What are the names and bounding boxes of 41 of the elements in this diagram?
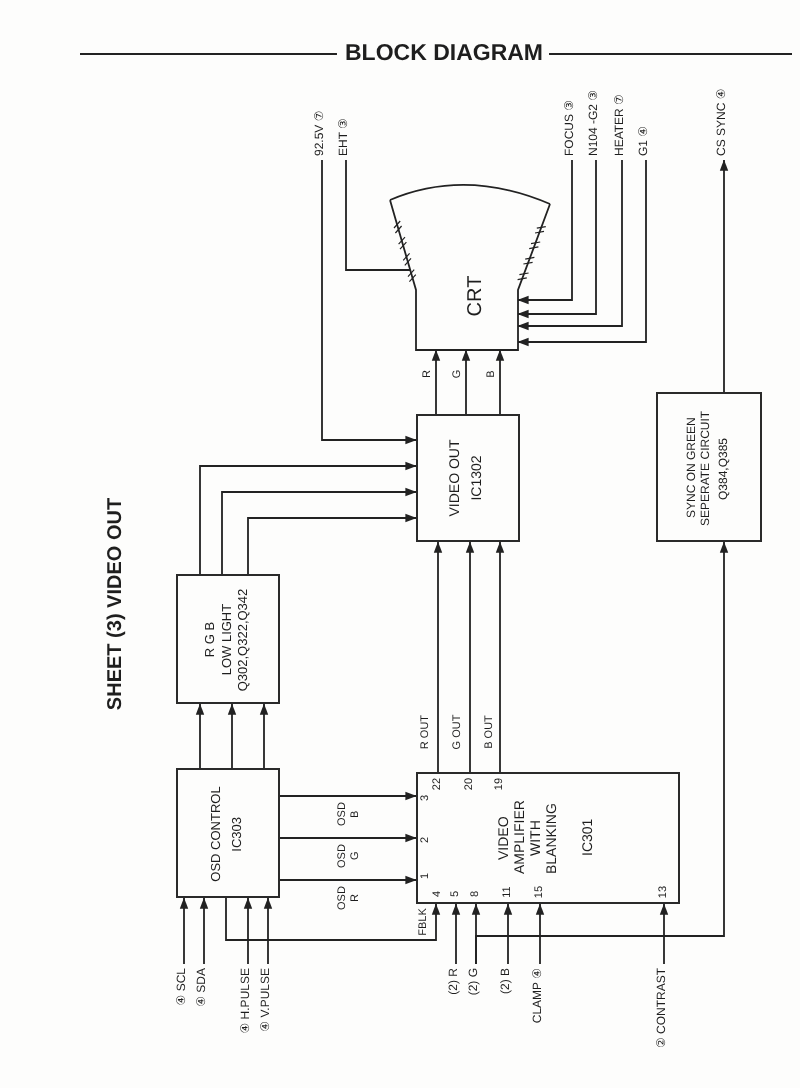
signal-arrow: [199, 897, 209, 965]
signal-arrow: [259, 703, 269, 769]
signal-arrow: [719, 159, 729, 393]
signal-arrow: [431, 349, 441, 415]
signal-arrow: [503, 903, 513, 965]
signal-arrow: [475, 541, 729, 965]
signal-arrow: [221, 487, 417, 575]
signal-arrow: [199, 461, 417, 575]
signal-arrow: [263, 897, 273, 965]
signal-arrow: [495, 349, 505, 415]
signal-arrow: [495, 541, 505, 773]
signal-arrow: [517, 159, 623, 331]
circuit-block: [176, 574, 280, 704]
signal-arrow: [243, 897, 253, 965]
circuit-block: [416, 414, 520, 542]
signal-arrow: [451, 903, 461, 965]
signal-arrow: [517, 159, 573, 305]
signal-arrow: [227, 703, 237, 769]
crt-label: CRT: [464, 275, 487, 317]
diagram-title: BLOCK DIAGRAM: [344, 42, 544, 66]
signal-arrow: [195, 703, 205, 769]
signal-arrow: [465, 541, 475, 773]
signal-arrow: [535, 903, 545, 965]
signal-arrow: [179, 897, 189, 965]
circuit-block: [416, 772, 680, 904]
signal-arrow: [433, 541, 443, 773]
crt-tube: [388, 182, 554, 352]
signal-line: [345, 159, 411, 271]
signal-arrow: [659, 903, 669, 965]
signal-arrow: [225, 897, 441, 941]
signal-arrow: [461, 349, 471, 415]
sheet-title: SHEET (3) VIDEO OUT: [104, 497, 128, 711]
circuit-block: [656, 392, 762, 542]
circuit-block: [176, 768, 280, 898]
signal-arrow: [321, 159, 417, 445]
signal-arrow: [247, 513, 417, 575]
signal-arrow: [517, 159, 647, 347]
signal-arrow: [279, 791, 417, 801]
signal-arrow: [517, 159, 597, 319]
signal-arrow: [279, 833, 417, 843]
signal-arrow: [279, 875, 417, 885]
